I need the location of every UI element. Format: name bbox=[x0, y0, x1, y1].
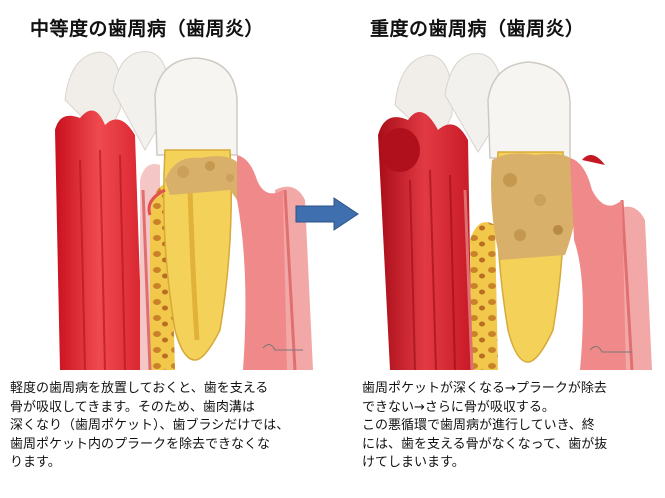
right-arrow-icon bbox=[295, 197, 359, 231]
severe-stage-description: 歯周ポケットが深くなる→プラークが除去 できない→さらに骨が吸収する。 この悪循… bbox=[362, 380, 607, 473]
moderate-stage-title: 中等度の歯周病（歯周炎） bbox=[30, 18, 265, 40]
description-line: 歯周ポケットが深くなる→プラークが除去 bbox=[362, 381, 607, 396]
moderate-periodontitis-illustration bbox=[55, 51, 313, 370]
description-line: ります。 bbox=[10, 455, 61, 470]
description-line: できない→さらに骨が吸収する。 bbox=[362, 399, 555, 415]
description-line: 骨が吸収してきます。そのため、歯肉溝は bbox=[10, 399, 255, 415]
severe-periodontitis-illustration bbox=[378, 53, 652, 370]
description-line: には、歯を支える骨がなくなって、歯が抜 bbox=[362, 436, 608, 452]
description-line: けてしまいます。 bbox=[362, 455, 465, 470]
description-line: この悪循環で歯周病が進行していき、終 bbox=[362, 418, 595, 433]
description-line: 軽度の歯周病を放置しておくと、歯を支える bbox=[10, 381, 269, 396]
description-line: 深くなり（歯周ポケット）、歯ブラシだけでは、 bbox=[10, 418, 290, 433]
description-line: 歯周ポケット内のプラークを除去できなくな bbox=[10, 436, 271, 452]
moderate-stage-description: 軽度の歯周病を放置しておくと、歯を支える 骨が吸収してきます。そのため、歯肉溝は… bbox=[10, 380, 289, 473]
severe-stage-title: 重度の歯周病（歯周炎） bbox=[370, 18, 585, 40]
